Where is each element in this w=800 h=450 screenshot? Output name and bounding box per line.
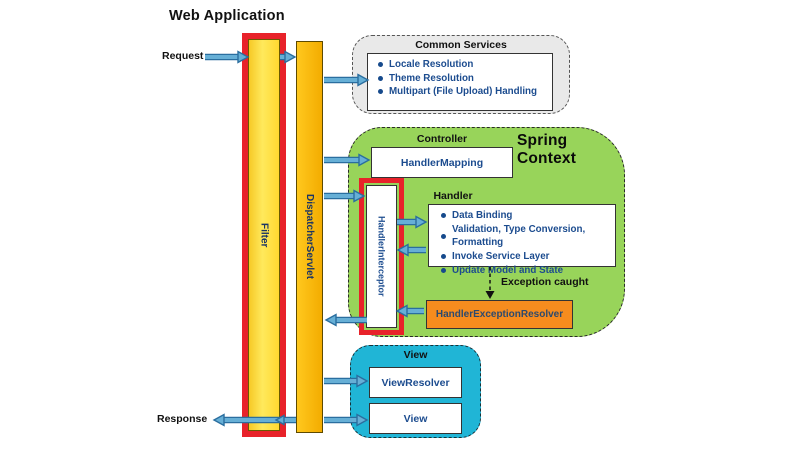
common-services-title: Common Services: [415, 39, 507, 51]
list-item: Update Model and State: [441, 264, 615, 278]
handler-exception-resolver-box: HandlerExceptionResolver: [426, 300, 573, 329]
handler-label: Handler: [433, 190, 473, 202]
spring-context-panel: Spring Context Controller HandlerMapping…: [348, 127, 625, 337]
common-services-box: Locale Resolution Theme Resolution Multi…: [367, 53, 553, 111]
spring-context-title: Spring Context: [517, 132, 577, 167]
view-panel-title: View: [403, 349, 428, 361]
request-label: Request: [162, 50, 204, 62]
view-resolver-box: ViewResolver: [369, 367, 462, 398]
exception-caught-label: Exception caught: [501, 276, 589, 288]
bullet-icon: [378, 89, 383, 95]
bullet-icon: [378, 75, 383, 81]
filter-bar: Filter: [248, 39, 280, 431]
list-item: Multipart (File Upload) Handling: [378, 85, 552, 99]
handler-mapping-box: HandlerMapping: [371, 147, 513, 178]
list-item: Theme Resolution: [378, 72, 552, 86]
dispatcher-servlet-bar: DispatcherServlet: [296, 41, 323, 433]
common-services-panel: Common Services Locale Resolution Theme …: [352, 35, 570, 114]
handler-interceptor-label: HandlerInterceptor: [376, 216, 387, 297]
list-item: Validation, Type Conversion, Formatting: [441, 223, 615, 250]
handler-interceptor-highlight-frame: HandlerInterceptor: [359, 178, 404, 335]
list-item: Data Binding: [441, 209, 615, 223]
filter-highlight-frame: Filter: [242, 33, 286, 437]
view-panel: View ViewResolver View: [350, 345, 481, 438]
dispatcher-servlet-label: DispatcherServlet: [304, 194, 315, 280]
controller-label: Controller: [416, 133, 468, 145]
bullet-icon: [441, 213, 446, 219]
handler-interceptor-bar: HandlerInterceptor: [366, 185, 397, 328]
bullet-icon: [441, 254, 446, 260]
bullet-icon: [378, 62, 383, 68]
bullet-icon: [441, 268, 446, 274]
view-box: View: [369, 403, 462, 434]
response-label: Response: [157, 413, 208, 425]
list-item: Locale Resolution: [378, 58, 552, 72]
page-title: Web Application: [169, 8, 285, 24]
list-item: Invoke Service Layer: [441, 250, 615, 264]
filter-label: Filter: [258, 222, 270, 248]
handler-box: Data Binding Validation, Type Conversion…: [428, 204, 616, 276]
bullet-icon: [441, 233, 446, 239]
